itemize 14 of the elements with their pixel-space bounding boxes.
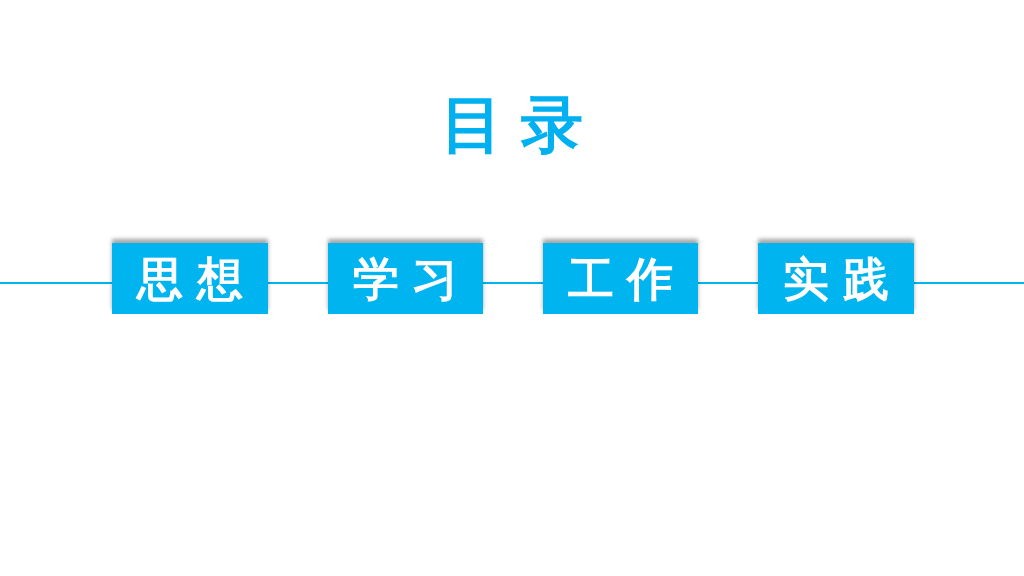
topic-box [112, 243, 268, 314]
topic-label: 思想 [135, 251, 257, 306]
connector-line [0, 282, 113, 284]
title: 目录 [439, 88, 602, 161]
connector-line [482, 282, 544, 284]
topic-label: 工作 [566, 251, 688, 306]
topic-box [543, 243, 698, 314]
connector-line [267, 282, 329, 284]
connector-line [697, 282, 759, 284]
topic-label: 实践 [782, 251, 903, 306]
topic-box [328, 243, 483, 314]
topic-box [758, 243, 914, 314]
topic-label: 学习 [351, 251, 473, 306]
connector-line [913, 282, 1024, 284]
